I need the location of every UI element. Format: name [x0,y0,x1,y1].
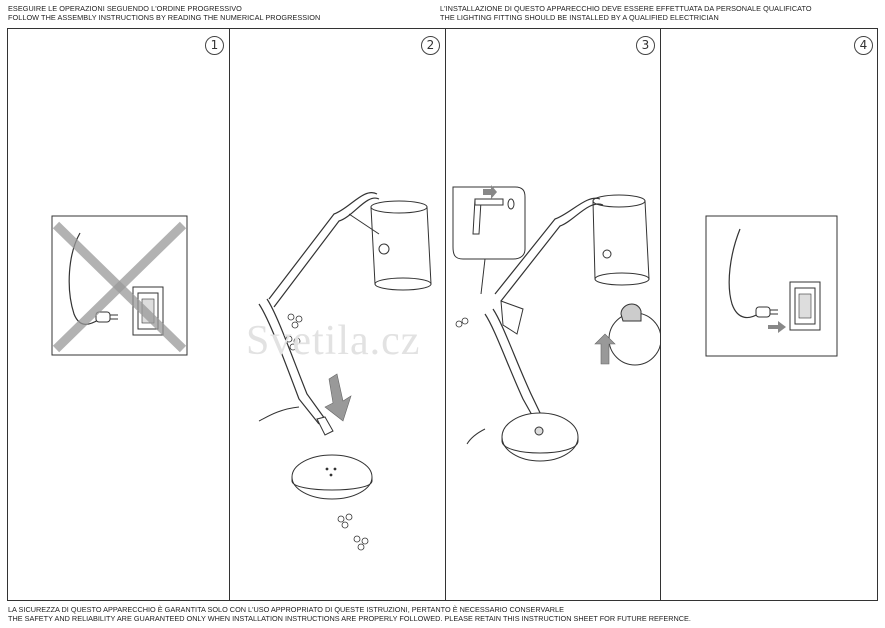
plug-in-icon [705,215,838,357]
header-right-line2: THE LIGHTING FITTING SHOULD BE INSTALLED… [440,12,719,22]
unplugged-crossed-icon [51,215,188,356]
panel-divider [660,29,661,600]
header-left: ESEGUIRE LE OPERAZIONI SEGUENDO L'ORDINE… [8,4,321,22]
step-4-panel: 4 [660,29,877,600]
lamp-base-assembly-icon [258,192,432,551]
footer-line1: LA SICUREZZA DI QUESTO APPARECCHIO È GAR… [8,605,564,614]
watermark: Svetila.cz [246,318,421,364]
header-right-line1: L'INSTALLAZIONE DI QUESTO APPARECCHIO DE… [440,4,812,13]
step-1-panel: 1 [8,29,229,600]
step-2-number: 2 [421,36,440,55]
step-2-panel: 2 [229,29,445,600]
header-left-line1: ESEGUIRE LE OPERAZIONI SEGUENDO L'ORDINE… [8,4,242,13]
instruction-frame: 1 2 [7,28,878,601]
footer-line2: THE SAFETY AND RELIABILITY ARE GUARANTEE… [8,614,691,624]
step-4-number: 4 [854,36,873,55]
lamp-bulb-install-icon [452,185,660,462]
step-3-panel: 3 [445,29,660,600]
header-right: L'INSTALLAZIONE DI QUESTO APPARECCHIO DE… [440,4,812,22]
panel-divider [445,29,446,600]
header-left-line2: FOLLOW THE ASSEMBLY INSTRUCTIONS BY READ… [8,12,321,22]
footer: LA SICUREZZA DI QUESTO APPARECCHIO È GAR… [8,605,691,624]
step-1-number: 1 [205,36,224,55]
step-3-number: 3 [636,36,655,55]
panel-divider [229,29,230,600]
